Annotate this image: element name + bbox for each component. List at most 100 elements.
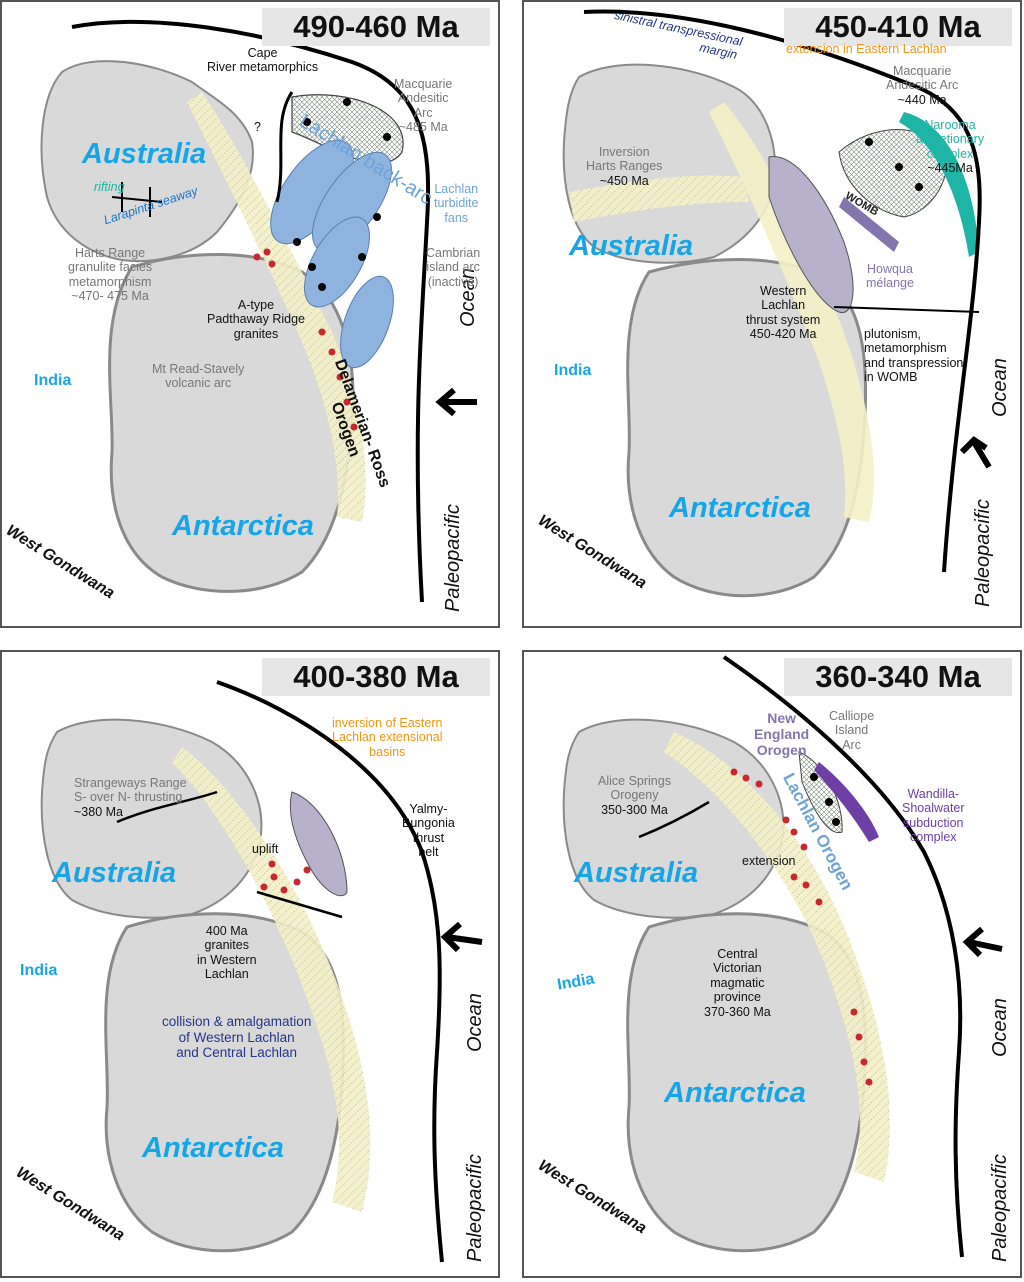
age-label: 360-340 Ma <box>784 658 1012 696</box>
macquarie-line-1: Macquarie <box>892 64 952 78</box>
back-arc-fault <box>275 91 294 203</box>
alice-line-2: Orogeny <box>610 788 659 803</box>
new-england-line-2: England <box>754 726 810 743</box>
ocean-label: Ocean <box>989 998 1011 1057</box>
cvmp-line-4: province <box>713 990 761 1005</box>
mtread-line-1: Mt Read-Stavely <box>152 362 245 376</box>
inversion-line-2: Lachlan extensional <box>332 730 443 745</box>
harts-line-3: metamorphism <box>68 274 152 289</box>
australia-label: Australia <box>52 857 177 889</box>
margin-fault <box>583 9 982 573</box>
cross-fault <box>833 306 980 313</box>
wandilla-line-3: subduction <box>903 815 964 830</box>
alice-springs-thrust <box>638 800 710 839</box>
antarctica-landmass <box>108 253 355 593</box>
turbidite-fan-4 <box>340 275 394 369</box>
panel-450-410: 450-410 Ma Australia Antarctica India We… <box>522 0 1022 628</box>
arc-dots <box>810 773 840 826</box>
macquarie-arc-label: Macquarie Andesitic Arc ~440 Ma <box>886 64 958 107</box>
narooma-line-4: ~445Ma <box>927 161 973 176</box>
granites-label: 400 Ma granites in Western Lachlan <box>197 924 257 982</box>
australia-label: Australia <box>82 138 207 170</box>
age-label: 450-410 Ma <box>784 8 1012 46</box>
map-450-410 <box>562 9 992 598</box>
panel-490-460: 490-460 Ma Australia Antarctica India We… <box>0 0 500 628</box>
a-type-granites-label: A-type Padthaway Ridge granites <box>207 298 305 341</box>
wandilla-label: Wandilla- Shoalwater subduction complex <box>902 787 965 845</box>
cvmp-line-2: Victorian <box>713 961 762 976</box>
western-line-4: 450-420 Ma <box>749 327 817 342</box>
antarctica-label: Antarctica <box>142 1132 284 1164</box>
subduction-trench <box>722 655 964 1258</box>
cape-river-line-2: River metamorphics <box>207 60 319 75</box>
collision-label: collision & amalgamation of Western Lach… <box>162 1014 311 1061</box>
pluton-line-1: plutonism, <box>864 327 921 341</box>
granites-line-3: in Western <box>197 952 257 967</box>
alice-line-3: 350-300 Ma <box>601 802 668 817</box>
orogen-band <box>709 102 874 522</box>
antarctica-label: Antarctica <box>664 1077 806 1109</box>
granite-dots <box>260 860 311 894</box>
plutonism-label: plutonism, metamorphism and transpressio… <box>864 327 963 385</box>
macquarie-line-2: Andesitic Arc <box>886 78 959 93</box>
new-england-line-1: New <box>767 710 797 726</box>
narooma-complex <box>899 112 979 257</box>
rifting-label: rifting <box>94 180 125 194</box>
howqua-label: Howqua mélange <box>866 262 914 291</box>
india-label: India <box>554 362 592 379</box>
ocean-plate-motion-arrow-icon <box>962 926 1003 958</box>
macquarie-line-3: ~440 Ma <box>897 92 947 107</box>
macquarie-line-3: Arc <box>413 105 433 120</box>
alice-line-1: Alice Springs <box>598 774 671 788</box>
strangeways-thrust <box>116 790 218 824</box>
cambrian-line-3: (inactive) <box>427 274 479 289</box>
narooma-line-2: accretionary <box>916 132 985 147</box>
wandilla-complex <box>814 762 879 842</box>
ocean-label: Ocean <box>989 358 1011 417</box>
atype-line-3: granites <box>233 326 279 341</box>
panel-400-380: 400-380 Ma Australia Antarctica India We… <box>0 650 500 1278</box>
map-490-460 <box>40 19 477 603</box>
narooma-label: Narooma accretionary complex ~445Ma <box>916 118 984 176</box>
ocean-plate-motion-arrow-icon <box>440 921 483 953</box>
macquarie-line-2: Andesitic <box>397 91 449 106</box>
india-label: India <box>34 372 72 389</box>
ocean-label: Ocean <box>464 993 486 1052</box>
harts-line-1: Harts Range <box>74 246 146 260</box>
pluton-line-2: metamorphism <box>864 341 947 356</box>
western-line-3: thrust system <box>746 312 821 327</box>
australia-label: Australia <box>574 857 699 889</box>
india-label: India <box>20 962 58 979</box>
subduction-trench <box>216 680 444 1263</box>
western-line-2: Lachlan <box>761 298 806 313</box>
pluton-line-3: and transpression <box>864 355 964 370</box>
mtread-line-2: volcanic arc <box>165 376 232 391</box>
macquarie-arc <box>838 129 948 218</box>
inversion-line-1: Inversion <box>598 145 650 159</box>
cambrian-arc-label: Cambrian island arc (inactive) <box>426 246 480 289</box>
macquarie-arc-label: Macquarie Andesitic Arc ~485 Ma <box>394 77 452 135</box>
harts-line-2: granulite facies <box>68 260 153 275</box>
collision-line-1: collision & amalgamation <box>162 1014 312 1029</box>
granites-line-4: Lachlan <box>204 967 249 982</box>
strangeways-label: Strangeways Range S- over N- thrusting ~… <box>74 776 187 819</box>
cambrian-line-1: Cambrian <box>426 246 481 260</box>
inversion-label: inversion of Eastern Lachlan extensional… <box>332 716 443 759</box>
wandilla-line-4: complex <box>910 830 957 845</box>
cvmp-label: Central Victorian magmatic province 370-… <box>704 947 771 1019</box>
inversion-line-3: basins <box>369 744 406 759</box>
inversion-line-3: ~450 Ma <box>599 173 649 188</box>
collision-line-3: and Central Lachlan <box>176 1045 298 1061</box>
extension-label: extension <box>742 854 796 868</box>
paleopacific-label: Paleopacific <box>989 1154 1011 1262</box>
inversion-hatch <box>569 175 749 222</box>
harts-range-label: Harts Range granulite facies metamorphis… <box>68 246 152 304</box>
strangeways-line-2: S- over N- thrusting <box>74 790 183 805</box>
age-label: 400-380 Ma <box>262 658 490 696</box>
macquarie-line-4: ~485 Ma <box>398 120 448 135</box>
cvmp-line-1: Central <box>717 947 758 961</box>
new-england-orogen-label: New England Orogen <box>754 710 809 758</box>
delamerian-hatch <box>187 92 366 522</box>
paleopacific-label: Paleopacific <box>972 499 994 607</box>
pluton-line-4: in WOMB <box>864 370 918 385</box>
